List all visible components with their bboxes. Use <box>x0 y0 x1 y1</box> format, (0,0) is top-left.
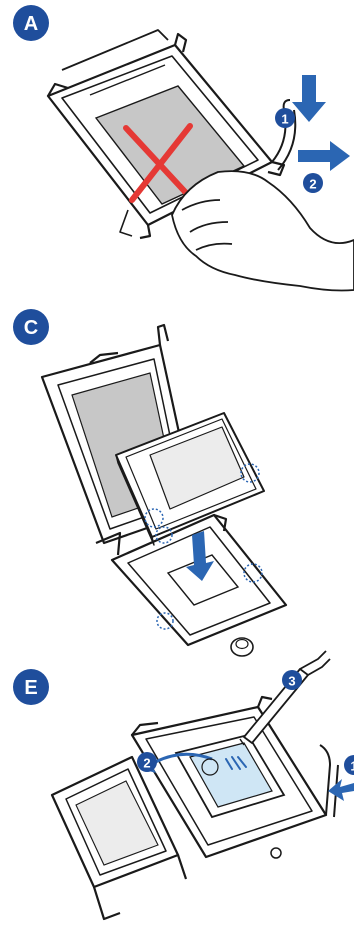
callout-3-badge: 3 <box>282 670 302 690</box>
svg-text:2: 2 <box>143 756 150 771</box>
step-a-illustration: A <box>0 0 354 300</box>
step-e-badge: E <box>13 669 49 705</box>
socket-cap <box>231 638 253 656</box>
step-a-badge: A <box>13 5 49 41</box>
callout-2-badge: 2 <box>303 173 323 193</box>
lever-release-arrow <box>298 141 350 171</box>
callout-2-badge: 2 <box>137 752 157 772</box>
load-lever <box>320 745 338 817</box>
step-e-panel: E 3 <box>0 665 354 929</box>
svg-text:2: 2 <box>309 177 316 192</box>
svg-text:3: 3 <box>288 674 295 689</box>
lever-close-arrow <box>328 779 354 801</box>
svg-text:1: 1 <box>281 112 288 127</box>
svg-text:1: 1 <box>350 759 354 774</box>
step-a-panel: A <box>0 0 354 300</box>
thermal-paste-syringe <box>240 651 330 745</box>
svg-text:C: C <box>24 317 38 339</box>
load-plate-window <box>76 781 158 865</box>
callout-1-badge: 1 <box>275 108 295 128</box>
step-c-panel: C <box>0 305 354 665</box>
hand-illustration <box>172 171 354 290</box>
callout-1-badge: 1 <box>344 755 354 775</box>
lever-press-arrow <box>292 75 326 122</box>
svg-text:E: E <box>24 677 37 699</box>
step-c-illustration: C <box>0 305 354 665</box>
step-c-badge: C <box>13 309 49 345</box>
svg-text:A: A <box>24 13 38 35</box>
step-e-illustration: E 3 <box>0 665 354 929</box>
